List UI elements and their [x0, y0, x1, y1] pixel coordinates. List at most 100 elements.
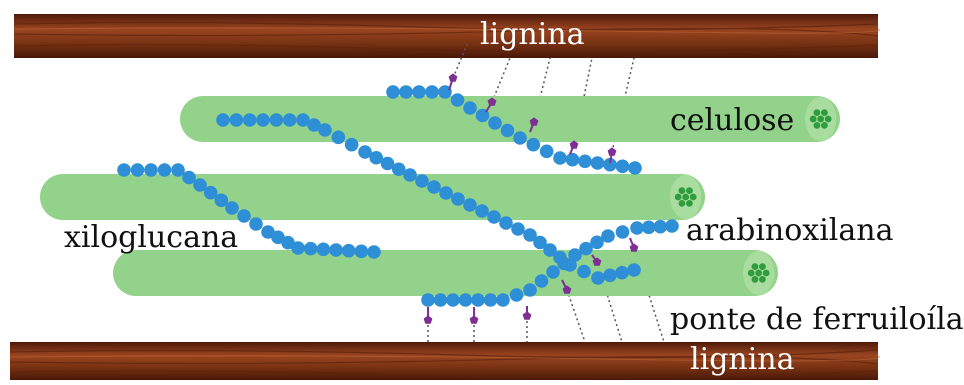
xyloglucan-chain-left-bead-21	[367, 245, 381, 259]
xyloglucan-chain-mid-bead-6	[296, 113, 310, 127]
xyloglucan-chain-upper-bead-5	[450, 93, 465, 107]
lignin-link-head-1	[487, 97, 497, 106]
cellulose-fiber-top-body	[180, 96, 840, 142]
lignin-link-0	[448, 73, 458, 91]
xyloglucan-chain-upper-bead-1	[399, 85, 413, 99]
arabinoxylan-chain-bead-19	[653, 219, 668, 234]
xyloglucan-chain-mid-bead-2	[242, 113, 257, 127]
arabinoxylan-chain	[421, 219, 679, 307]
cellulose-fiber-bottom-microfibril-1	[747, 269, 755, 277]
xyloglucan-chain-mid-bead-21	[475, 204, 489, 218]
cellulose-fiber-top-microfibril-3	[813, 109, 821, 117]
arabinoxylan-chain-bead-16	[615, 225, 630, 239]
xyloglucan-chain-upper-bead-18	[615, 159, 630, 174]
xyloglucan-chain-mid-bead-33	[615, 265, 629, 280]
cellulose-fiber-middle-microfibril-2	[689, 193, 697, 201]
arabinoxylan-chain-bead-13	[579, 241, 593, 256]
xyloglucan-chain-left-bead-4	[171, 163, 185, 177]
xyloglucan-chain-left-bead-1	[130, 163, 145, 177]
arabinoxylan-chain-bead-11	[557, 256, 571, 271]
xyloglucan-chain-mid-bead-31	[591, 271, 605, 285]
xyloglucan-chain-left-bead-10	[237, 209, 251, 223]
lignin-link-4	[607, 147, 617, 164]
xyloglucan-chain-mid-bead-19	[451, 192, 465, 206]
xyloglucan-chain-mid-bead-27	[543, 243, 557, 257]
dotted-line-8	[566, 289, 586, 343]
xyloglucan-chain-left-bead-20	[354, 244, 369, 259]
lignin-links	[423, 73, 639, 324]
arabinoxylan-chain-bead-10	[546, 265, 560, 279]
xyloglucan-chain-upper-bead-6	[463, 101, 477, 115]
arabinoxylan-chain-bead-0	[421, 293, 435, 307]
xyloglucan-chain-upper	[386, 85, 642, 175]
xyloglucan-chain-left-bead-9	[225, 201, 239, 215]
arabinoxylan-chain-bead-4	[471, 293, 485, 307]
arabinoxylan-chain-bead-12	[568, 248, 582, 262]
xyloglucan-chain-left-bead-6	[193, 178, 207, 192]
lignin-link-head-6	[469, 315, 479, 324]
wood-highlight-lines	[9, 27, 880, 362]
xyloglucan-chain-mid-bead-7	[307, 118, 321, 132]
xyloglucan-chain-upper-bead-0	[386, 85, 400, 99]
xyloglucan-chain-mid-bead-0	[216, 113, 230, 127]
xyloglucan-chain-mid-bead-25	[523, 228, 537, 242]
lignin-link-head-10	[629, 243, 639, 252]
cellulose-fiber-top-microfibril-2	[824, 115, 832, 123]
lignin-link-1	[485, 97, 497, 113]
xyloglucan-chain-upper-bead-3	[425, 85, 439, 99]
cellulose-fiber-top-microfibril-0	[817, 115, 825, 123]
xyloglucan-chain-upper-bead-7	[475, 108, 490, 123]
label-lignin-top: lignina	[480, 17, 585, 52]
xyloglucan-chain-left-bead-17	[316, 242, 331, 257]
lignin-link-7	[522, 306, 532, 320]
arabinoxylan-chain-bead-17	[630, 221, 644, 235]
hemicellulose-chains	[117, 85, 679, 307]
cellulose-fiber-middle-microfibril-6	[686, 199, 693, 207]
xyloglucan-chain-upper-bead-4	[438, 85, 452, 99]
xyloglucan-chain-upper-bead-13	[553, 151, 567, 165]
xyloglucan-chain-upper-bead-2	[412, 85, 426, 99]
arabinoxylan-chain-bead-8	[523, 283, 537, 297]
arabinoxylan-chain-bead-2	[446, 293, 460, 307]
xyloglucan-chain-left-bead-16	[303, 241, 318, 256]
xyloglucan-chain-upper-bead-10	[513, 131, 527, 145]
xyloglucan-chain-mid-bead-10	[344, 137, 359, 152]
arabinoxylan-chain-bead-14	[590, 235, 604, 250]
label-lignin-bottom: lignina	[690, 342, 795, 377]
xyloglucan-chain-left-bead-13	[271, 230, 285, 245]
xyloglucan-chain-mid-bead-20	[463, 198, 477, 212]
arabinoxylan-chain-bead-20	[665, 219, 679, 233]
xyloglucan-chain-left-bead-7	[203, 185, 218, 200]
xyloglucan-chain-left-bead-19	[341, 243, 356, 258]
lignin-link-head-3	[569, 140, 579, 149]
cellulose-fiber-top-microfibril-5	[813, 121, 821, 129]
xyloglucan-chain-upper-bead-8	[488, 116, 502, 130]
arabinoxylan-chain-bead-9	[534, 274, 549, 288]
lignin-link-8	[561, 279, 572, 294]
xyloglucan-chain-mid-bead-22	[487, 210, 501, 224]
cellulose-fiber-bottom-body	[113, 250, 778, 296]
xyloglucan-chain-upper-bead-14	[565, 152, 580, 167]
cellulose-fiber-middle-microfibril-3	[678, 187, 686, 195]
cellulose-fiber-bottom-microfibril-3	[751, 263, 759, 271]
dotted-line-9	[596, 261, 623, 343]
lignin-link-head-5	[423, 315, 433, 324]
xyloglucan-chain-mid-bead-24	[511, 222, 525, 236]
xyloglucan-chain-mid-bead-15	[403, 168, 417, 182]
xyloglucan-chain-upper-bead-17	[603, 157, 617, 172]
xyloglucan-chain-left-bead-2	[144, 163, 158, 177]
cellulose-fiber-bottom	[113, 250, 778, 296]
xyloglucan-chain-mid-bead-30	[577, 264, 591, 279]
label-xyloglucan: xiloglucana	[64, 220, 239, 255]
xyloglucan-chain-mid-bead-1	[229, 113, 244, 127]
lignin-wood-top	[14, 14, 878, 58]
lignin-link-5	[423, 307, 433, 324]
lignin-link-9	[591, 254, 602, 266]
cellulose-fiber-middle-microfibril-0	[682, 193, 690, 201]
xyloglucan-chain-left-bead-0	[117, 163, 131, 177]
arabinoxylan-chain-bead-7	[509, 288, 524, 302]
lignin-link-3	[569, 140, 579, 155]
cellulose-fiber-top-microfibril-6	[821, 121, 828, 129]
arabinoxylan-chain-bead-18	[641, 220, 656, 235]
